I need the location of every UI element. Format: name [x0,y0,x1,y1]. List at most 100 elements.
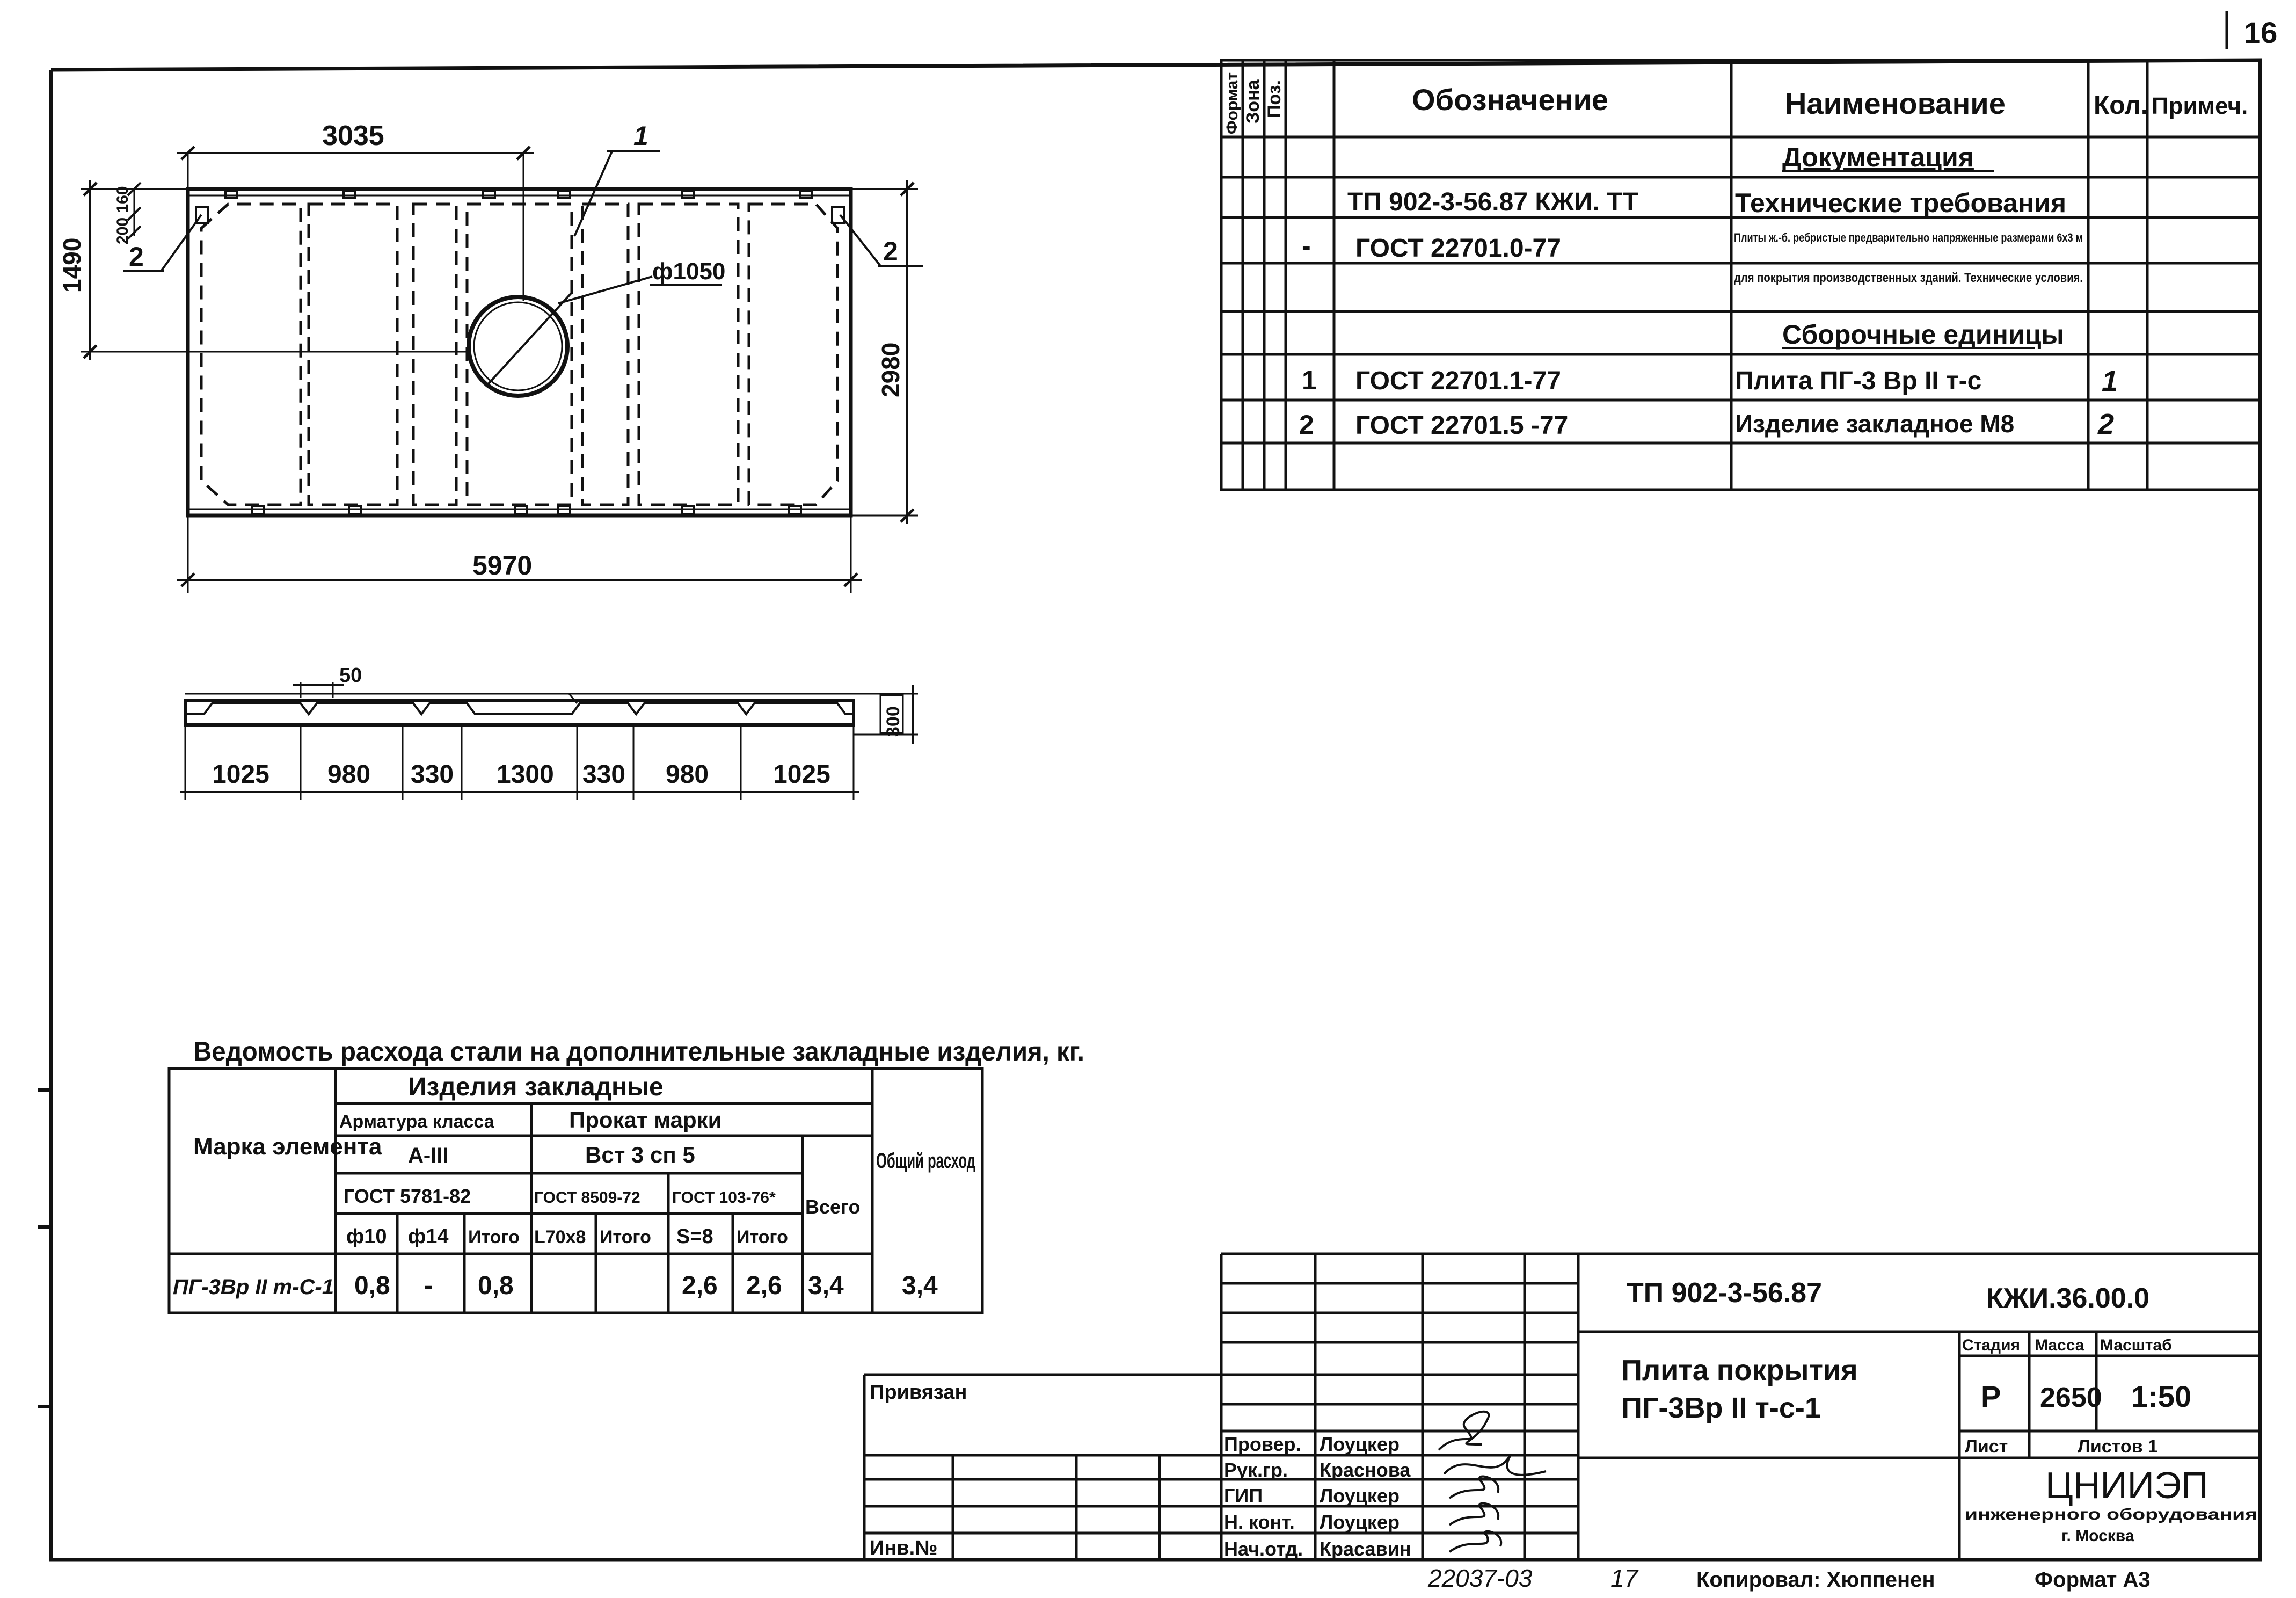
dim-rib: 50 [339,664,362,687]
footer-copied-by: Копировал: Хюппенен [1696,1568,1935,1592]
rib-outline [637,202,740,506]
spec-row-designation: ГОСТ 22701.0-77 [1355,234,1561,263]
spec-row-name: Документация [1782,142,1974,172]
steel-header-gost2: ГОСТ 103-76* [672,1189,776,1207]
spec-row-pos: 2 [1299,410,1314,440]
spec-row-pos: - [1302,231,1311,261]
title-role: ГИП [1224,1485,1263,1507]
rib-outline [465,202,573,506]
title-org-city: г. Москва [2061,1527,2134,1545]
title-h-scale: Масштаб [2100,1336,2172,1354]
title-role: Рук.гр. [1224,1459,1288,1481]
position-1-label: 1 [633,121,648,151]
title-h-stage: Стадия [1962,1336,2020,1354]
sheet-frame [49,58,2262,1562]
hole-diameter-label: ф1050 [652,258,725,285]
footer-format: Формат А3 [2035,1568,2151,1592]
steel-header-rolled: Прокат марки [569,1107,721,1132]
steel-header-rebar-gost: ГОСТ 5781-82 [344,1185,471,1207]
spec-header-note: Примеч. [2152,93,2248,119]
segment-dim: 980 [327,760,370,789]
title-line-2: ПГ-3Вр II т-с-1 [1621,1392,1821,1424]
steel-subheader: L70х8 [534,1227,586,1247]
steel-cell-total: 3,4 [902,1272,938,1300]
steel-header-rebar-class: А-III [408,1144,449,1167]
steel-subheader: ф10 [346,1225,387,1248]
spec-row-name: для покрытия производственных зданий. Те… [1734,271,2083,285]
steel-header-mark: Марка элемента [193,1134,382,1160]
title-org-sub: инженерного оборудования [1965,1506,2257,1523]
steel-cell: 2,6 [746,1272,782,1300]
spec-header-format: Формат [1223,72,1241,134]
steel-subheader: Итого [600,1227,651,1247]
spec-row-pos: 1 [1302,365,1317,395]
steel-header-sum: Всего [805,1196,861,1218]
title-stage: Р [1981,1379,2001,1413]
title-person: Лоуцкер [1320,1511,1400,1533]
steel-cell: 2,6 [682,1272,718,1300]
steel-header-total: Общий расход [876,1149,975,1173]
spec-row-name: Сборочные единицы [1782,319,2064,350]
title-org: ЦНИИЭП [2045,1464,2208,1506]
title-role: Нач.отд. [1224,1538,1303,1560]
title-block: ТП 902-3-56.87 КЖИ.36.00.0 Плита покрыти… [863,1252,2260,1560]
segment-dim: 1025 [773,760,830,789]
steel-subheader: Итого [468,1227,520,1247]
rib-outline [747,202,839,506]
dim-width: 2980 [877,343,905,397]
title-doc-code: ТП 902-3-56.87 [1627,1277,1822,1309]
steel-row-mark: ПГ-3Вр II т-С-1 [173,1275,334,1299]
rib-outline [412,202,458,506]
title-h-sheets: Листов 1 [2078,1436,2158,1457]
segment-dim: 330 [411,760,454,789]
spec-row-name: Технические требования [1735,188,2066,218]
dim-embed-offsets: 200 160 [114,186,132,244]
spec-header-zone: Зона [1243,79,1263,124]
title-person: Краснова [1320,1459,1411,1481]
title-sheet-code: КЖИ.36.00.0 [1986,1283,2149,1314]
steel-table-title: Ведомость расхода стали на дополнительны… [193,1036,1084,1066]
dim-half-length: 3035 [322,120,384,151]
title-h-sheet: Лист [1965,1436,2008,1457]
title-person: Лоуцкер [1320,1485,1400,1507]
title-h-mass: Масса [2035,1336,2084,1354]
steel-cell: 0,8 [478,1272,514,1300]
spec-row-name: Изделие закладное М8 [1735,410,2014,438]
segment-dim: 1300 [497,760,554,789]
hole-circle [467,295,570,398]
rib-outline [200,202,302,506]
spec-row-qty: 2 [2097,408,2114,440]
spec-row-designation: ГОСТ 22701.1-77 [1355,367,1561,395]
steel-subheader: ф14 [408,1225,449,1248]
rib-outline [581,202,630,506]
steel-header-gost1: ГОСТ 8509-72 [534,1189,640,1207]
segment-dim: 980 [666,760,709,789]
steel-header-rebar: Арматура класса [339,1112,495,1132]
title-scale: 1:50 [2131,1379,2191,1413]
title-inv: Инв.№ [870,1537,938,1559]
spec-header-qty: Кол. [2094,91,2148,120]
steel-header-rolled-grade: Вст 3 сп 5 [585,1142,695,1167]
spec-row-designation: ГОСТ 22701.5 -77 [1355,411,1568,440]
rib-outline [307,202,399,506]
title-person: Лоуцкер [1320,1433,1400,1455]
steel-cell: 3,4 [808,1272,844,1300]
steel-header-embedded: Изделия закладные [408,1073,664,1101]
spec-header-designation: Обозначение [1412,83,1608,117]
position-2-right-label: 2 [883,236,898,266]
spec-row-name: Плита ПГ-3 Вр II т-с [1735,367,1981,395]
footer-archive-number: 22037-03 [1427,1564,1533,1592]
dim-total-length: 5970 [472,550,532,580]
steel-subheader: Итого [737,1227,788,1247]
spec-header-pos: Поз. [1264,80,1285,118]
spec-row-qty: 1 [2102,365,2118,397]
title-mass: 2650 [2040,1382,2102,1413]
segment-dim: 1025 [212,760,269,789]
title-role: Провер. [1224,1433,1301,1455]
sheet-number: 16 [2244,16,2277,49]
spec-row-designation: ТП 902-3-56.87 КЖИ. ТТ [1347,188,1638,216]
steel-cell: - [424,1272,433,1300]
spec-header-name: Наименование [1785,86,2006,120]
title-person: Красавин [1320,1538,1411,1560]
